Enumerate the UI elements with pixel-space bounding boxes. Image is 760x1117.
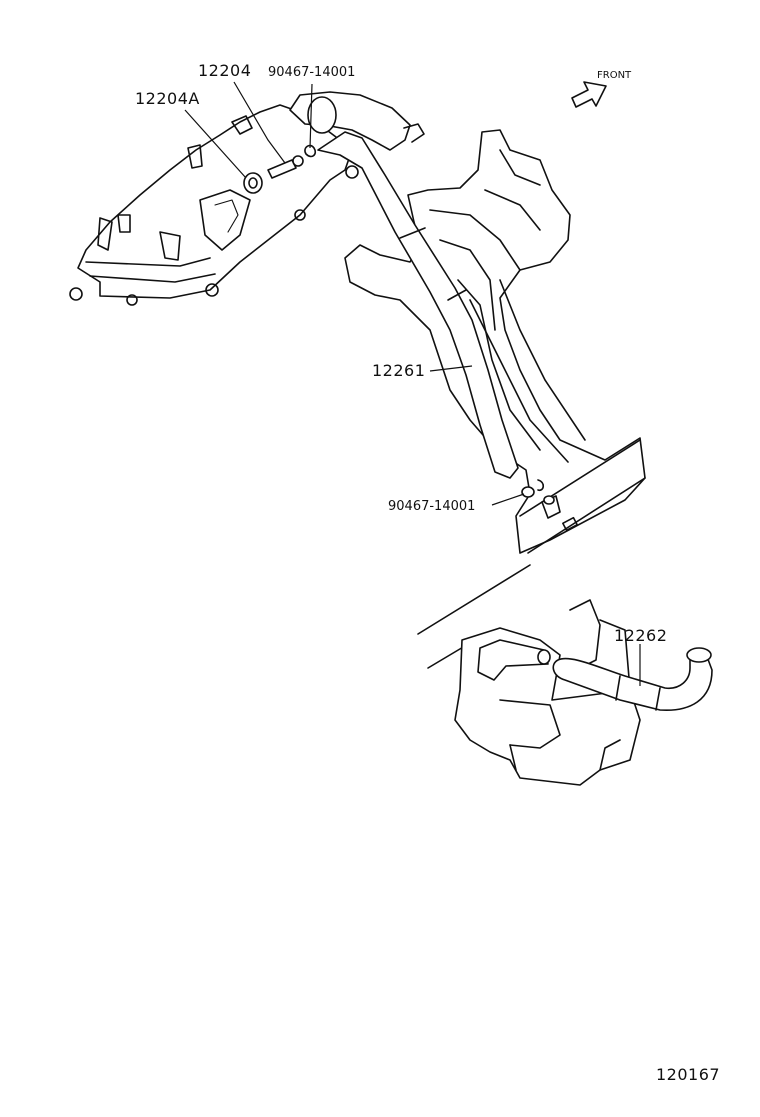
label-12204: 12204 [198, 61, 251, 80]
ventilation-hose-12262 [552, 647, 713, 711]
engine-block-lower [417, 564, 641, 786]
label-12262: 12262 [614, 626, 667, 645]
front-label: FRONT [597, 70, 632, 81]
label-90467-upper: 90467-14001 [268, 65, 355, 80]
clip-lower [521, 479, 545, 498]
clip-upper [304, 144, 317, 158]
leader-lines [184, 81, 641, 686]
pcv-valve-12204 [267, 155, 304, 179]
label-90467-lower: 90467-14001 [388, 499, 475, 514]
front-arrow-icon [571, 81, 607, 108]
label-12204a: 12204A [135, 89, 200, 108]
figure-number: 120167 [656, 1065, 720, 1084]
label-12261: 12261 [372, 361, 425, 380]
cylinder-head-cover [69, 91, 425, 306]
ventilation-hose-12261 [317, 131, 519, 479]
grommet-12204a [243, 172, 263, 194]
